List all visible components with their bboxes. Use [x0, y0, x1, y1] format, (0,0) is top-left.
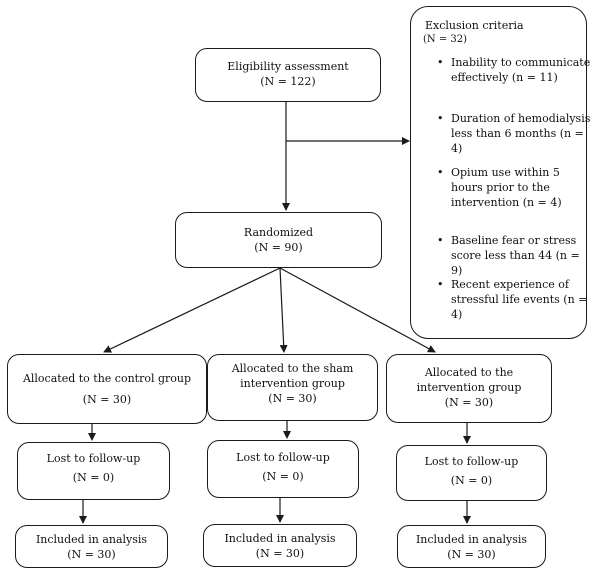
exclusion-title: Exclusion criteria [425, 19, 524, 32]
lost-intervention-box: Lost to follow-up (N = 0) [396, 445, 547, 501]
eligibility-title: Eligibility assessment [227, 60, 349, 73]
analysis-control-count: (N = 30) [67, 548, 116, 561]
lost-sham-label: Lost to follow-up [236, 451, 330, 464]
analysis-intervention-count: (N = 30) [447, 548, 496, 561]
randomized-title: Randomized [243, 226, 314, 239]
allocated-control-label: Allocated to the control group [22, 372, 192, 385]
lost-control-count: (N = 0) [72, 471, 115, 484]
randomized-count: (N = 90) [254, 241, 303, 254]
eligibility-box: Eligibility assessment (N = 122) [195, 48, 381, 102]
analysis-intervention-label: Included in analysis [415, 533, 528, 546]
arrow-randomized-to-sham [279, 267, 288, 353]
exclusion-item: •Inability to communicate effectively (n… [437, 56, 591, 84]
analysis-control-box: Included in analysis (N = 30) [15, 525, 168, 568]
allocated-intervention-label: Allocated to the intervention group [416, 366, 522, 394]
lost-control-label: Lost to follow-up [46, 452, 141, 465]
allocated-intervention-box: Allocated to the intervention group (N =… [386, 354, 552, 423]
randomized-box: Randomized (N = 90) [175, 212, 382, 268]
exclusion-item: •Baseline fear or stress score less than… [437, 234, 580, 277]
exclusion-item: •Recent experience of stressful life eve… [437, 278, 588, 321]
lost-intervention-label: Lost to follow-up [424, 455, 519, 468]
allocated-control-count: (N = 30) [82, 393, 132, 406]
analysis-intervention-box: Included in analysis (N = 30) [397, 525, 546, 568]
analysis-sham-box: Included in analysis (N = 30) [203, 524, 357, 567]
exclusion-criteria-box: Exclusion criteria (N = 32) •Inability t… [410, 6, 590, 339]
allocated-sham-box: Allocated to the sham intervention group… [207, 354, 378, 421]
allocated-sham-label: Allocated to the sham intervention group [231, 362, 354, 390]
exclusion-item: •Duration of hemodialysis less than 6 mo… [437, 112, 591, 155]
lost-intervention-count: (N = 0) [450, 474, 493, 487]
allocated-control-box: Allocated to the control group (N = 30) [7, 354, 207, 424]
eligibility-count: (N = 122) [260, 75, 316, 88]
exclusion-count: (N = 32) [423, 34, 468, 45]
analysis-sham-label: Included in analysis [224, 532, 336, 545]
analysis-sham-count: (N = 30) [255, 547, 305, 560]
arrow-randomized-to-intervention [279, 267, 436, 353]
lost-sham-count: (N = 0) [262, 470, 304, 483]
allocated-sham-count: (N = 30) [268, 392, 317, 405]
lost-sham-box: Lost to follow-up (N = 0) [207, 440, 359, 498]
allocated-intervention-count: (N = 30) [444, 396, 494, 409]
lost-control-box: Lost to follow-up (N = 0) [17, 442, 170, 500]
arrow-randomized-to-control [103, 267, 281, 353]
analysis-control-label: Included in analysis [35, 533, 148, 546]
exclusion-item: •Opium use within 5 hours prior to the i… [437, 166, 562, 209]
